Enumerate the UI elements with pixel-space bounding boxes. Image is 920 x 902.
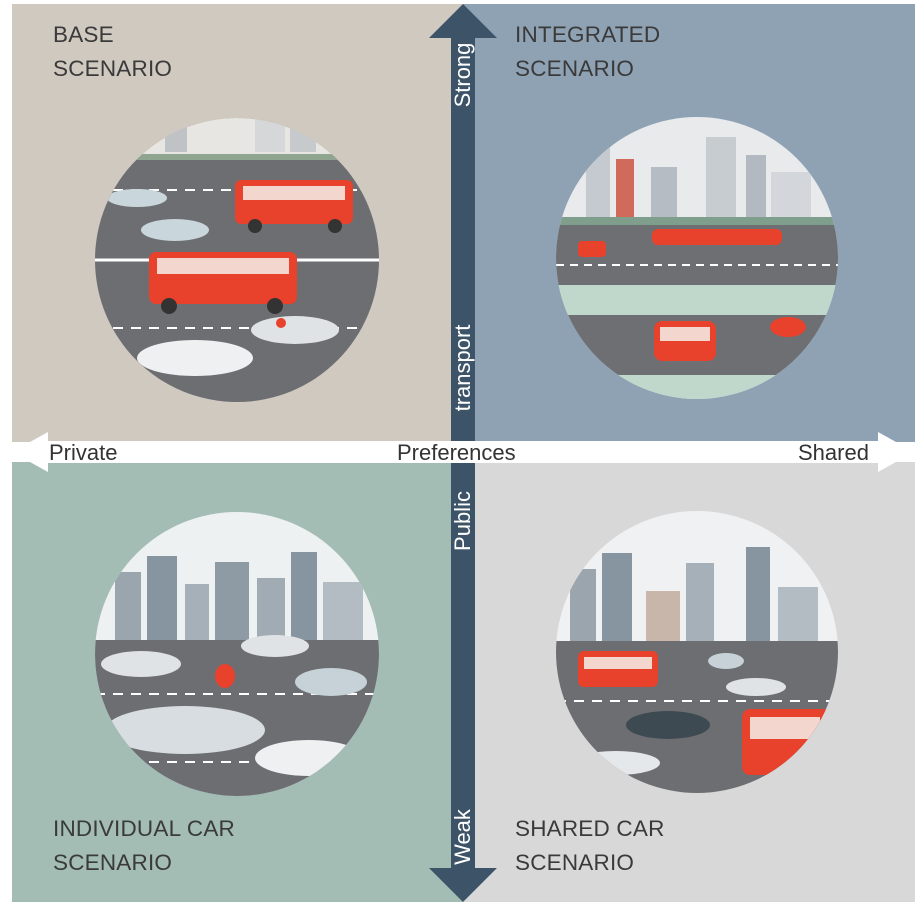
public-label: Public xyxy=(450,491,475,551)
base-title-line1: BASE xyxy=(53,22,114,47)
individual-car-scenario-title: INDIVIDUAL CAR SCENARIO xyxy=(53,812,235,880)
preferences-label: Preferences xyxy=(397,440,516,465)
weak-label: Weak xyxy=(450,809,475,865)
transport-label: transport xyxy=(450,324,475,412)
traffic-with-buses-icon xyxy=(95,118,379,402)
individual-title-line1: INDIVIDUAL CAR xyxy=(53,816,235,841)
shared-title-line1: SHARED CAR xyxy=(515,816,665,841)
private-label: Private xyxy=(49,440,118,465)
integrated-title-line2: SCENARIO xyxy=(515,56,635,81)
shared-title-line2: SCENARIO xyxy=(515,850,635,875)
shared-autonomous-cars-icon xyxy=(556,511,838,793)
integrated-scenario-title: INTEGRATED SCENARIO xyxy=(515,18,660,86)
strong-label: Strong xyxy=(450,42,475,108)
shared-car-scenario-title: SHARED CAR SCENARIO xyxy=(515,812,665,880)
individual-title-line2: SCENARIO xyxy=(53,850,173,875)
base-title-line2: SCENARIO xyxy=(53,56,173,81)
shared-label: Shared xyxy=(798,440,869,465)
base-scenario-title: BASE SCENARIO xyxy=(53,18,172,86)
integrated-title-line1: INTEGRATED xyxy=(515,22,661,47)
horizontal-axis-arrow xyxy=(12,432,914,472)
